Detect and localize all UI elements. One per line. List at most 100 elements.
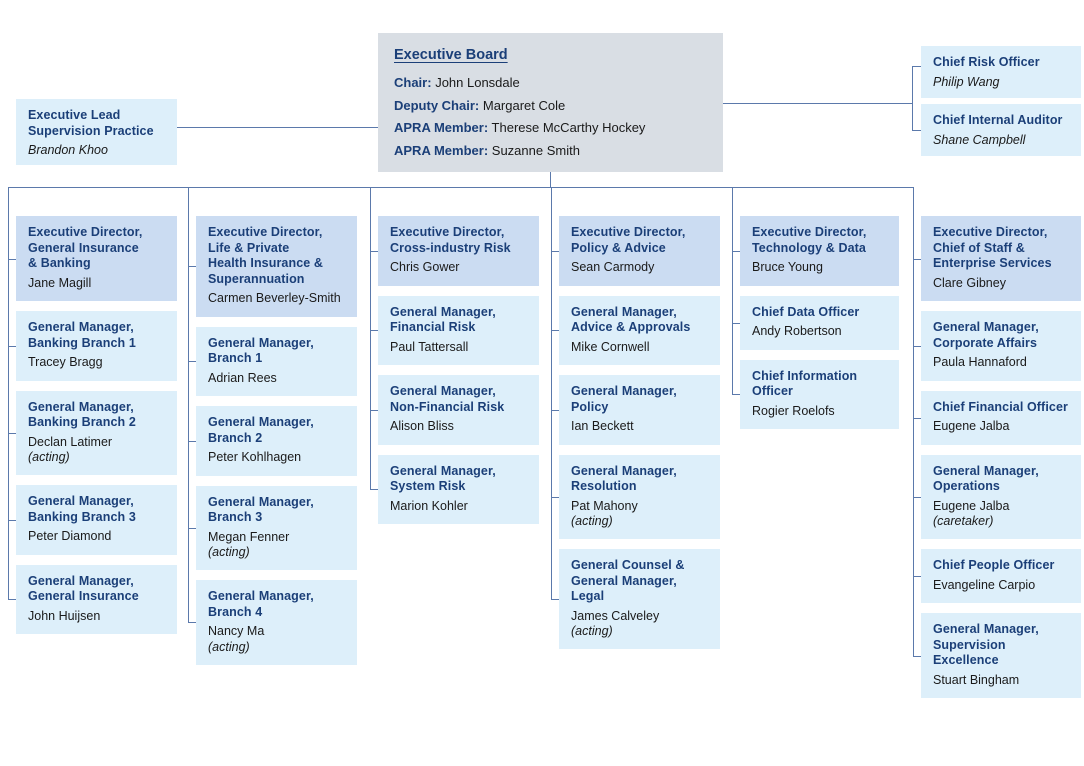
board-role-label: APRA Member: [394,120,489,135]
box-title-line: System Risk [390,479,466,493]
box-title: General Manager,Non-Financial Risk [390,384,529,415]
box-title-line: Health Insurance & [208,256,324,270]
ed-box-executive-director-chief-of-staff-enterprise-s[interactable]: Executive Director,Chief of Staff &Enter… [921,216,1081,301]
connector-vertical [551,187,552,251]
connector-vertical [8,258,9,600]
box-title-line: General Manager, [571,304,677,319]
box-person: Brandon Khoo [28,143,108,157]
box-title: General Manager,Financial Risk [390,305,529,336]
board-member-row: APRA Member: Therese McCarthy Hockey [394,117,707,140]
box-title-line: Advice & Approvals [571,320,691,334]
box-title-line: General Manager, [933,463,1039,478]
box-title-line: Banking Branch 3 [28,509,136,524]
box-title: Executive Director,General Insurance& Ba… [28,225,167,272]
connector-horizontal [912,130,921,131]
box-title-line: Legal [571,589,605,603]
connector-vertical [732,250,733,395]
connector-horizontal [370,489,378,491]
box-title-line: Supervision [933,637,1006,652]
box-note: (acting) [28,450,70,464]
executive-board-box[interactable]: Executive Board Chair: John Lonsdale Dep… [378,33,723,172]
connector-horizontal [551,409,559,411]
box-person: Declan Latimer [28,434,113,449]
box-person: Mike Cornwell [571,339,650,354]
box-title: General Manager,Operations [933,464,1071,495]
box-title-line: General Manager, [28,573,134,588]
box-title-line: Officer [752,384,793,398]
board-member-name: John Lonsdale [435,75,520,90]
box-title-line: General Manager, [208,415,314,429]
box-title-line: General Manager, [571,573,677,588]
box-title: General Manager,Policy [571,384,710,415]
chief-internal-auditor-box[interactable]: Chief Internal Auditor Shane Campbell [921,104,1081,156]
box-title-line: Non-Financial Risk [390,399,505,414]
box-title-line: Operations [933,479,1000,493]
box-title-line: Policy [571,399,609,414]
box-title-line: General Counsel & [571,558,685,572]
box-person: Shane Campbell [933,132,1026,147]
board-role-label: Deputy Chair: [394,97,480,113]
box-title-line: Corporate Affairs [933,335,1038,350]
box-title-line: General Manager, [933,622,1039,636]
box-title-line: Chief Data Officer [752,304,860,319]
ed-box-executive-director-general-insurance-banking[interactable]: Executive Director,General Insurance& Ba… [16,216,177,301]
connector-vertical [370,250,371,490]
box-title-line: General Manager, [28,494,134,508]
connector-horizontal [370,250,378,252]
box-title-line: General Manager, [208,335,314,350]
chief-risk-officer-box[interactable]: Chief Risk Officer Philip Wang [921,46,1081,98]
board-member-row: Deputy Chair: Margaret Cole [394,95,707,118]
box-title-line: Excellence [933,653,999,667]
gm-box-general-manager-banking-branch-3[interactable]: General Manager,Banking Branch 3 Peter Di… [16,485,177,555]
connector-horizontal [913,345,921,347]
connector-horizontal [8,258,16,260]
executive-lead-supervision-practice-box[interactable]: Executive Lead Supervision Practice Bran… [16,99,177,165]
box-person: Carmen Beverley-Smith [208,291,341,305]
box-title-line: Life & Private [208,240,290,255]
box-title-line: Executive Director, [208,225,323,239]
connector-horizontal [551,496,559,498]
box-person: Peter Kohlhagen [208,450,302,464]
box-title-line: Executive Director, [571,225,686,239]
connector-vertical [913,187,914,259]
box-title: General Counsel &General Manager,Legal [571,558,710,605]
box-title-line: General Manager, [571,384,677,398]
connector-horizontal [188,440,196,442]
connector-horizontal [188,527,196,529]
board-member-name: Margaret Cole [482,97,566,113]
box-title: General Manager,Banking Branch 3 [28,494,167,525]
box-title: General Manager,Branch 3 [208,495,347,526]
box-person: Peter Diamond [28,529,112,543]
connector-horizontal [551,330,559,332]
board-member-name: Therese McCarthy Hockey [491,120,646,135]
box-title-line: General Manager, [28,320,134,334]
box-note: (caretaker) [933,514,994,528]
connector-horizontal [177,127,378,128]
box-person: Philip Wang [933,74,1000,89]
